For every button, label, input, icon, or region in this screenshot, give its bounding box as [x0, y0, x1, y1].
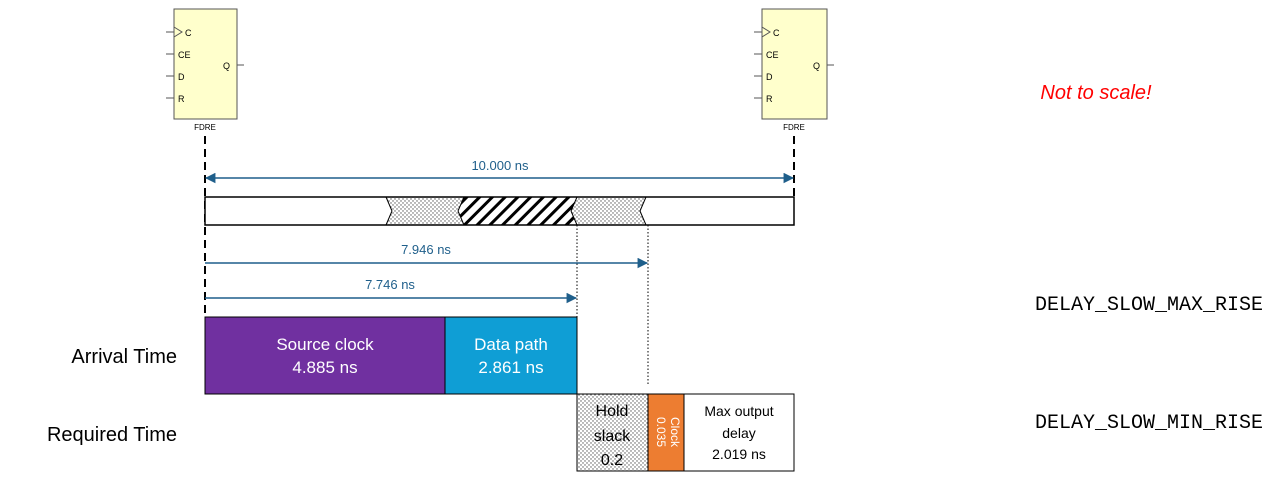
max-arrival-label: 7.946 ns	[401, 242, 451, 257]
pin-ce: CE	[766, 50, 779, 60]
pin-d: D	[766, 72, 773, 82]
destination-flipflop: C CE D R Q FDRE	[754, 8, 834, 132]
pin-q: Q	[223, 61, 230, 71]
hold-slack-title-2: slack	[594, 428, 631, 445]
clock-triangle-icon	[173, 26, 183, 38]
clock-triangle-icon	[761, 26, 771, 38]
delay-max-label: DELAY_SLOW_MAX_RISE	[1035, 294, 1263, 317]
data-path-value: 2.861 ns	[478, 358, 543, 377]
max-output-title: Max output	[704, 403, 773, 419]
uncertain-region	[571, 197, 646, 225]
data-change-region	[458, 197, 577, 225]
delay-min-label: DELAY_SLOW_MIN_RISE	[1035, 412, 1263, 435]
clock-block: Clock 0.035	[647, 393, 685, 472]
max-output-title-2: delay	[722, 425, 755, 441]
hold-slack-title: Hold	[596, 403, 629, 420]
clock-value: 0.035	[654, 417, 668, 447]
hold-slack-value: 0.2	[601, 452, 623, 469]
max-output-value: 2.019 ns	[712, 446, 766, 462]
pin-c: C	[185, 28, 192, 38]
data-valid-window	[204, 196, 795, 226]
flipflop-name: FDRE	[783, 123, 805, 132]
source-clock-value: 4.885 ns	[292, 358, 357, 377]
pin-c: C	[773, 28, 780, 38]
pin-d: D	[178, 72, 185, 82]
period-label: 10.000 ns	[471, 158, 529, 173]
pin-ce: CE	[178, 50, 191, 60]
not-to-scale-note: Not to scale!	[1040, 82, 1152, 104]
pin-r: R	[766, 94, 773, 104]
clock-title: Clock	[668, 417, 682, 448]
pin-r: R	[178, 94, 185, 104]
data-path-block: Data path 2.861 ns	[444, 316, 578, 395]
required-time-label: Required Time	[47, 424, 177, 446]
min-arrival-label: 7.746 ns	[365, 277, 415, 292]
source-clock-block: Source clock 4.885 ns	[204, 316, 446, 395]
source-clock-title: Source clock	[276, 335, 374, 354]
data-path-title: Data path	[474, 335, 548, 354]
max-output-delay-block: Max output delay 2.019 ns	[683, 393, 795, 472]
hold-slack-block: Hold slack 0.2	[576, 393, 649, 472]
uncertain-region	[386, 197, 464, 225]
source-flipflop: C CE D R Q FDRE	[166, 8, 244, 132]
arrival-time-label: Arrival Time	[71, 346, 177, 368]
pin-q: Q	[813, 61, 820, 71]
flipflop-name: FDRE	[194, 123, 216, 132]
